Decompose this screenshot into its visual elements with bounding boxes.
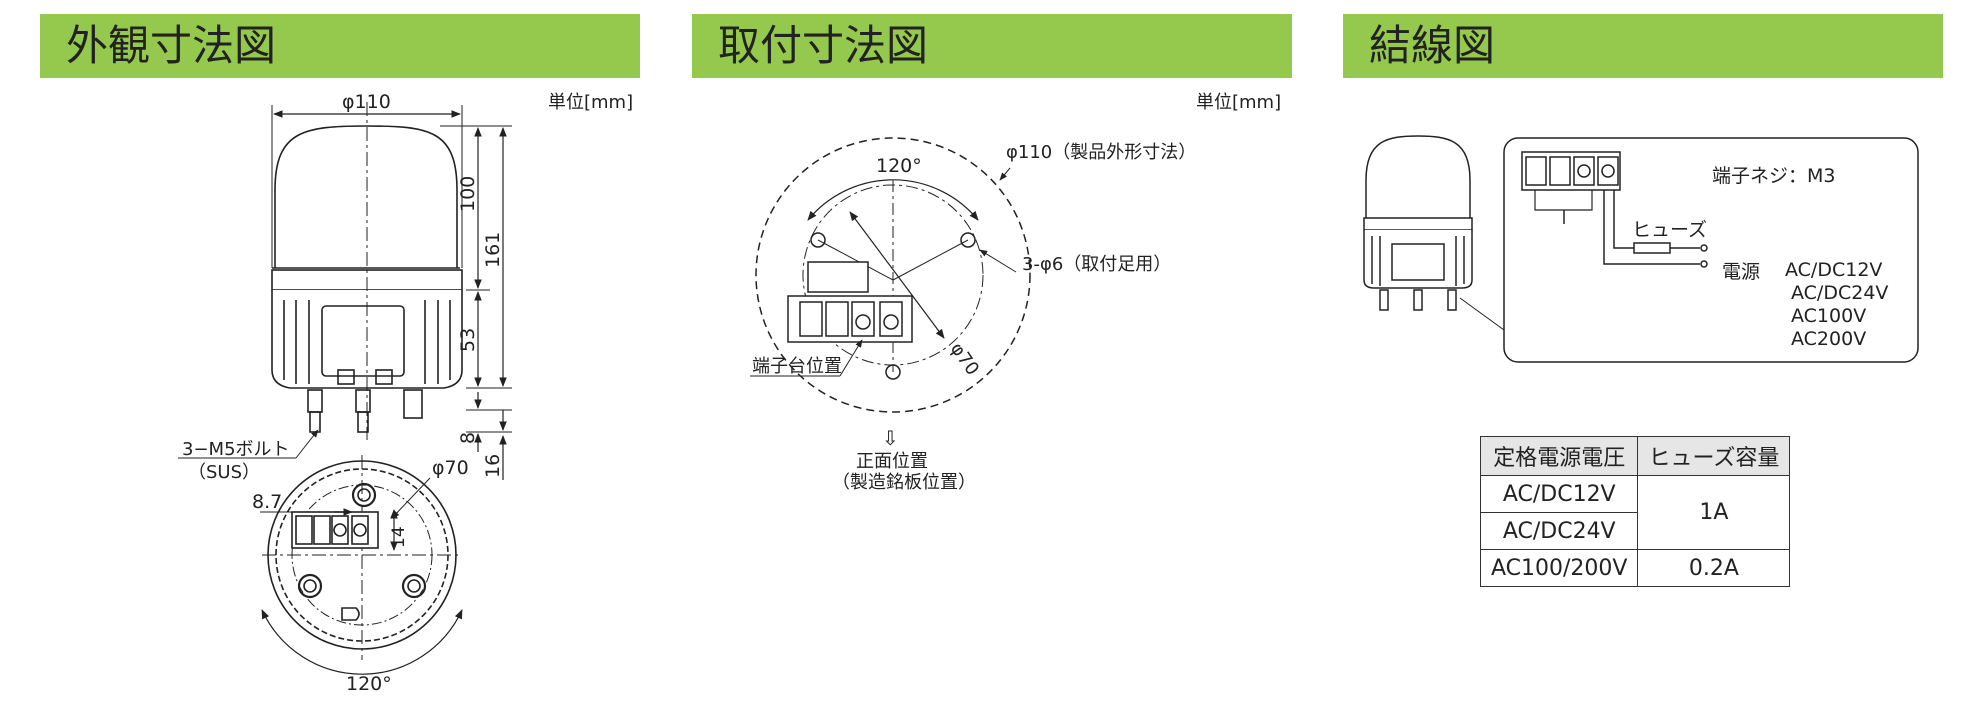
bolt-label: 3−M5ボルト [182, 439, 290, 460]
dim-53: 53 [457, 328, 479, 352]
fuse-table-capacity-cell: 1A [1637, 475, 1791, 550]
fuse-table: 定格電源電圧 ヒューズ容量 AC/DC12V 1A AC/DC24V AC100… [1479, 436, 1791, 587]
dim-16: 16 [482, 454, 504, 478]
header-external: 外観寸法図 [40, 14, 640, 78]
bolt-material-label: （SUS） [188, 462, 260, 483]
external-bottom-view [260, 455, 463, 675]
header-external-title: 外観寸法図 [66, 21, 277, 70]
fuse-label: ヒューズ [1632, 219, 1707, 241]
fuse-table-header-capacity: ヒューズ容量 [1637, 436, 1791, 476]
dim-14: 14 [389, 526, 409, 548]
voltage-ac-dc-24v: AC/DC24V [1791, 282, 1888, 304]
unit-label-mounting: 単位[mm] [1196, 92, 1282, 113]
dim-phi110-external: φ110 [342, 91, 391, 113]
power-label: 電源 [1722, 261, 1760, 283]
dim-8: 8 [457, 432, 479, 444]
fuse-table-header-voltage: 定格電源電圧 [1479, 436, 1639, 476]
front-arrow-icon: ⇩ [882, 426, 899, 450]
dim-8-7: 8.7 [252, 491, 282, 513]
dim-phi70-external: φ70 [432, 457, 469, 479]
dim-161: 161 [482, 232, 504, 268]
fuse-table-voltage-cell: AC/DC24V [1479, 512, 1639, 550]
header-mounting-title: 取付寸法図 [718, 21, 929, 70]
holes-label: 3-φ6（取付足用） [1022, 254, 1171, 275]
external-side-view [178, 102, 512, 480]
fuse-table-voltage-cell: AC100/200V [1479, 549, 1639, 587]
mounting-view [750, 137, 1031, 413]
fuse-table-voltage-cell: AC/DC12V [1479, 475, 1639, 513]
dim-100: 100 [457, 176, 479, 212]
wiring-callout [1503, 137, 1919, 363]
unit-label-external: 単位[mm] [548, 92, 634, 113]
voltage-ac-100v: AC100V [1791, 305, 1866, 327]
wiring-lamp [1363, 135, 1505, 331]
header-mounting: 取付寸法図 [692, 14, 1292, 78]
dim-phi70-mounting: φ70 [946, 339, 983, 380]
header-wiring: 結線図 [1343, 14, 1943, 78]
voltage-ac-dc-12v: AC/DC12V [1785, 259, 1882, 281]
voltage-ac-200v: AC200V [1791, 328, 1866, 350]
fuse-table-capacity-cell: 0.2A [1637, 549, 1791, 587]
table-row: AC/DC24V [1479, 512, 1790, 550]
header-wiring-title: 結線図 [1369, 21, 1496, 70]
table-row: AC/DC12V 1A [1479, 475, 1791, 550]
table-row: AC100/200V 0.2A [1479, 549, 1791, 587]
nameplate-position-label: （製造銘板位置） [832, 472, 976, 493]
dim-120-mounting: 120° [876, 155, 922, 177]
dim-phi110-mounting: φ110（製品外形寸法） [1006, 142, 1196, 163]
fuse-table-header-row: 定格電源電圧 ヒューズ容量 [1479, 436, 1791, 476]
front-position-label: 正面位置 [856, 451, 928, 472]
screw-label: 端子ネジ：M3 [1712, 165, 1835, 187]
terminal-position-label: 端子台位置 [752, 356, 842, 377]
dim-120-external: 120° [346, 673, 392, 695]
